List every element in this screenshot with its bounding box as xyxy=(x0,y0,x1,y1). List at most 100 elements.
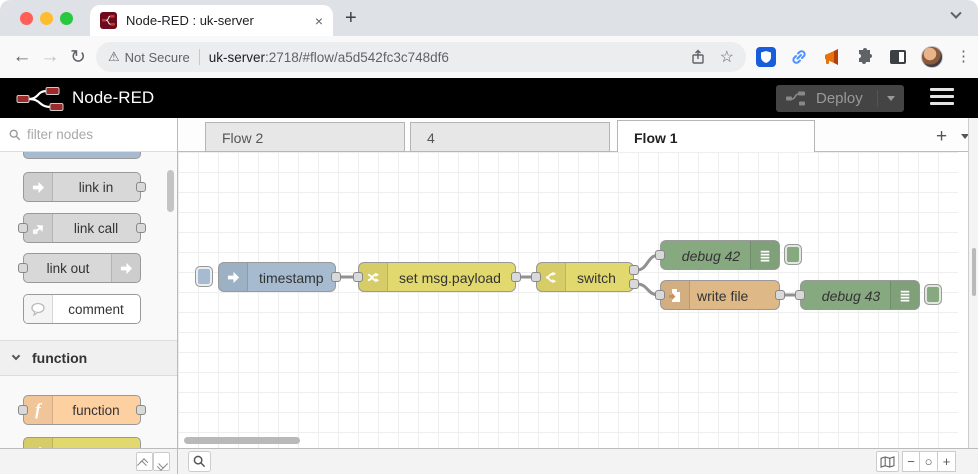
flow-list-caret-icon[interactable] xyxy=(961,134,969,139)
bookmark-star-icon[interactable]: ☆ xyxy=(719,49,734,66)
zoom-controls: − ○ + xyxy=(902,451,956,472)
debug-43-toggle-button[interactable] xyxy=(924,284,942,305)
forward-button[interactable]: → xyxy=(40,46,60,67)
palette-node-link-in[interactable]: link in xyxy=(23,172,146,202)
address-bar[interactable]: ⚠ Not Secure uk-server :2718/#flow/a5d54… xyxy=(96,42,746,72)
tab-title: Node-RED : uk-server xyxy=(126,13,254,28)
input-port[interactable] xyxy=(18,405,28,415)
zoom-reset-button[interactable]: ○ xyxy=(920,451,938,472)
debug-output-icon xyxy=(750,241,779,269)
inject-trigger-button[interactable] xyxy=(195,266,213,287)
input-port[interactable] xyxy=(655,250,665,260)
new-tab-button[interactable]: + xyxy=(345,7,357,29)
deploy-label: Deploy xyxy=(816,90,863,107)
split-screen-extension-icon[interactable] xyxy=(888,47,908,67)
flow-node-inject-timestamp[interactable]: timestamp xyxy=(218,262,341,292)
fullscreen-window-button[interactable] xyxy=(60,12,73,25)
page-scrollbar-thumb[interactable] xyxy=(972,248,976,296)
app-title: Node-RED xyxy=(72,88,155,107)
link-in-icon xyxy=(24,173,53,201)
zoom-out-button[interactable]: − xyxy=(902,451,920,472)
switch-icon xyxy=(24,438,53,448)
palette-scrollbar[interactable] xyxy=(167,170,174,212)
output-port[interactable] xyxy=(511,272,521,282)
collapse-categories-button[interactable] xyxy=(136,452,153,471)
palette-sidebar: link in link call link out xyxy=(0,118,178,448)
output-port[interactable] xyxy=(136,223,146,233)
output-port[interactable] xyxy=(136,405,146,415)
share-icon[interactable] xyxy=(690,49,706,65)
browser-tab-strip: Node-RED : uk-server × + xyxy=(0,0,978,36)
not-secure-warning-icon: ⚠ xyxy=(108,49,120,64)
flow-canvas[interactable]: timestamp set msg.payload switch debug xyxy=(178,152,958,448)
browser-tab[interactable]: Node-RED : uk-server × xyxy=(90,5,333,36)
palette-node-partial-top[interactable] xyxy=(23,152,141,159)
debug-42-toggle-button[interactable] xyxy=(784,244,802,265)
flow-tab-4[interactable]: 4 xyxy=(410,122,610,152)
link-out-icon xyxy=(111,254,140,282)
extensions-puzzle-icon[interactable] xyxy=(855,47,875,67)
output-port[interactable] xyxy=(331,272,341,282)
output-port-1[interactable] xyxy=(629,265,639,275)
tab-close-icon[interactable]: × xyxy=(314,12,323,29)
inject-icon xyxy=(219,263,248,291)
add-flow-button[interactable]: + xyxy=(936,126,948,147)
map-icon xyxy=(880,455,895,468)
palette-node-switch-partial[interactable] xyxy=(23,437,141,448)
palette-node-function[interactable]: f function xyxy=(18,395,146,425)
palette-search[interactable] xyxy=(0,118,177,152)
change-icon xyxy=(359,263,388,291)
flow-node-switch[interactable]: switch xyxy=(531,262,639,292)
comment-icon xyxy=(24,295,53,323)
extensions-row: ⋮ xyxy=(756,42,971,72)
input-port[interactable] xyxy=(795,290,805,300)
megaphone-extension-icon[interactable] xyxy=(822,47,842,67)
navigator-map-button[interactable] xyxy=(876,451,899,472)
output-port-2[interactable] xyxy=(629,279,639,289)
palette-category-function[interactable]: function xyxy=(0,340,177,376)
flow-node-debug-43[interactable]: debug 43 xyxy=(795,280,920,310)
tab-search-chevron-icon[interactable] xyxy=(950,7,962,19)
function-icon: f xyxy=(24,396,53,424)
main-menu-icon[interactable] xyxy=(930,88,954,109)
canvas-horizontal-scrollbar[interactable] xyxy=(184,437,300,444)
reload-button[interactable]: ↻ xyxy=(70,46,86,68)
input-port[interactable] xyxy=(18,263,28,273)
browser-menu-icon[interactable]: ⋮ xyxy=(956,48,971,65)
editor-footer: − ○ + xyxy=(0,448,978,474)
flow-tab-flow1-active[interactable]: Flow 1 xyxy=(617,120,815,153)
flow-tab-flow2[interactable]: Flow 2 xyxy=(205,122,405,152)
switch-icon xyxy=(537,263,566,291)
palette-node-link-call[interactable]: link call xyxy=(18,213,146,243)
flow-node-write-file[interactable]: write file xyxy=(655,280,785,310)
flow-node-change-set-msg-payload[interactable]: set msg.payload xyxy=(353,262,521,292)
output-port[interactable] xyxy=(775,290,785,300)
input-port[interactable] xyxy=(18,223,28,233)
output-port[interactable] xyxy=(136,182,146,192)
profile-avatar[interactable] xyxy=(921,46,943,68)
deploy-options-caret[interactable] xyxy=(877,90,895,107)
close-window-button[interactable] xyxy=(20,12,33,25)
password-manager-extension-icon[interactable] xyxy=(756,47,776,67)
palette-node-list: link in link call link out xyxy=(0,152,177,448)
input-port[interactable] xyxy=(655,290,665,300)
palette-node-link-out[interactable]: link out xyxy=(18,253,141,283)
zoom-in-button[interactable]: + xyxy=(938,451,956,472)
filter-nodes-input[interactable] xyxy=(27,127,157,142)
back-button[interactable]: ← xyxy=(12,46,32,67)
not-secure-label: Not Secure xyxy=(124,49,190,65)
node-red-logo xyxy=(16,87,64,111)
link-extension-icon[interactable] xyxy=(789,47,809,67)
input-port[interactable] xyxy=(531,272,541,282)
page-scrollbar-strip xyxy=(968,118,978,448)
search-flows-button[interactable] xyxy=(188,451,211,472)
browser-toolbar: ← → ↻ ⚠ Not Secure uk-server :2718/#flow… xyxy=(0,36,978,78)
minimize-window-button[interactable] xyxy=(40,12,53,25)
debug-output-icon xyxy=(890,281,919,309)
deploy-button[interactable]: Deploy xyxy=(776,85,904,112)
expand-categories-button[interactable] xyxy=(153,452,170,471)
flow-node-debug-42[interactable]: debug 42 xyxy=(655,240,780,270)
input-port[interactable] xyxy=(353,272,363,282)
palette-node-comment[interactable]: comment xyxy=(23,294,141,324)
